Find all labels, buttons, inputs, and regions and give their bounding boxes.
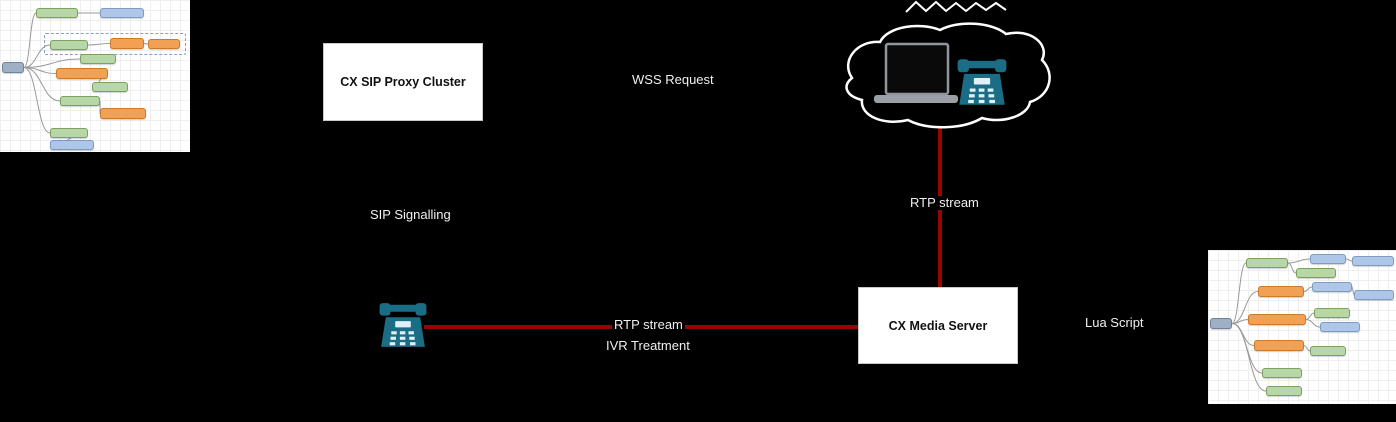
flow-node (1248, 314, 1306, 325)
flow-node (1312, 282, 1352, 292)
flow-node (1258, 286, 1304, 297)
rtp-stream-label-bottom: RTP stream (612, 317, 685, 333)
flow-node (1310, 346, 1346, 356)
ivr-treatment-label: IVR Treatment (604, 338, 692, 354)
media-server-box: CX Media Server (858, 287, 1018, 364)
flow-node (2, 62, 24, 73)
wss-request-label: WSS Request (630, 72, 716, 88)
flow-node (80, 54, 116, 64)
sip-proxy-cluster-label: CX SIP Proxy Cluster (340, 75, 466, 89)
flow-node (1310, 254, 1346, 264)
media-server-label: CX Media Server (888, 318, 988, 333)
desk-phone-icon (379, 303, 427, 347)
internet-cloud (845, 0, 1051, 129)
flow-edges (1231, 258, 1355, 392)
flow-node (1320, 322, 1360, 332)
flow-node (50, 128, 88, 138)
flow-screenshot-bottom-right (1208, 250, 1396, 404)
flow-node (50, 40, 88, 50)
flow-node (1210, 318, 1232, 329)
flow-node (1314, 308, 1350, 318)
sip-signalling-label: SIP Signalling (368, 207, 453, 223)
flow-node (1354, 290, 1394, 300)
flow-node (100, 108, 146, 119)
cloud-scribble (905, 0, 1007, 13)
flow-node (36, 8, 78, 18)
flow-node (1352, 256, 1394, 266)
flow-node (60, 96, 100, 106)
laptop-icon (874, 42, 958, 103)
lua-script-label: Lua Script (1083, 315, 1146, 331)
flow-node (1296, 268, 1336, 278)
flow-node (92, 82, 128, 92)
sip-proxy-cluster-box: CX SIP Proxy Cluster (323, 43, 483, 121)
flow-node (1266, 386, 1302, 396)
rtp-stream-label-top: RTP stream (908, 195, 981, 211)
flow-screenshot-top-left (0, 0, 190, 152)
flow-node (1262, 368, 1302, 378)
flow-node (110, 38, 144, 49)
desk-phone-icon (957, 59, 1007, 105)
flow-node (1254, 340, 1304, 351)
flow-node (1246, 258, 1288, 268)
flow-node (148, 39, 180, 49)
flow-node (100, 8, 144, 18)
flow-node (56, 68, 108, 79)
flow-node (50, 140, 94, 150)
